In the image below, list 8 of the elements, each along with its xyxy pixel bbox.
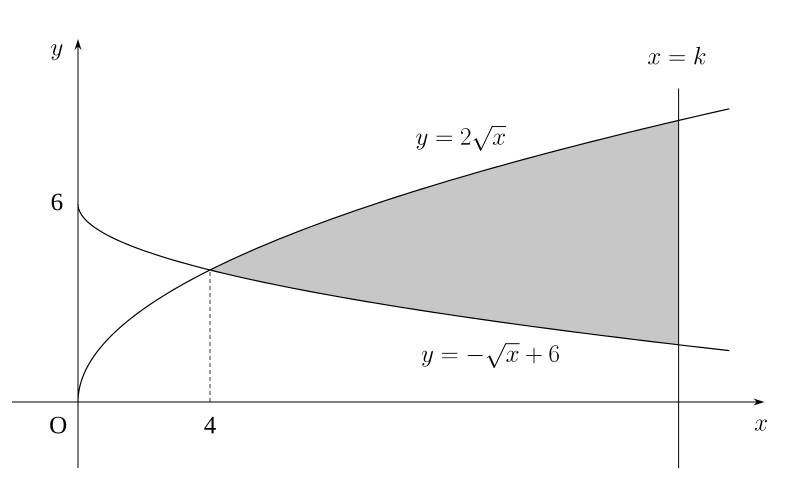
axis-label: $y$: [51, 44, 62, 60]
curve-label: $y = 2\sqrt{x}$: [416, 126, 506, 151]
tick-label: 6: [52, 194, 62, 210]
line-label: $x = k$: [648, 46, 706, 64]
tick-label: 4: [204, 416, 216, 434]
curve-label: $y = -\sqrt{x} + 6$: [422, 343, 559, 368]
origin-label: O: [50, 416, 66, 434]
axis-label: $x$: [754, 420, 767, 431]
